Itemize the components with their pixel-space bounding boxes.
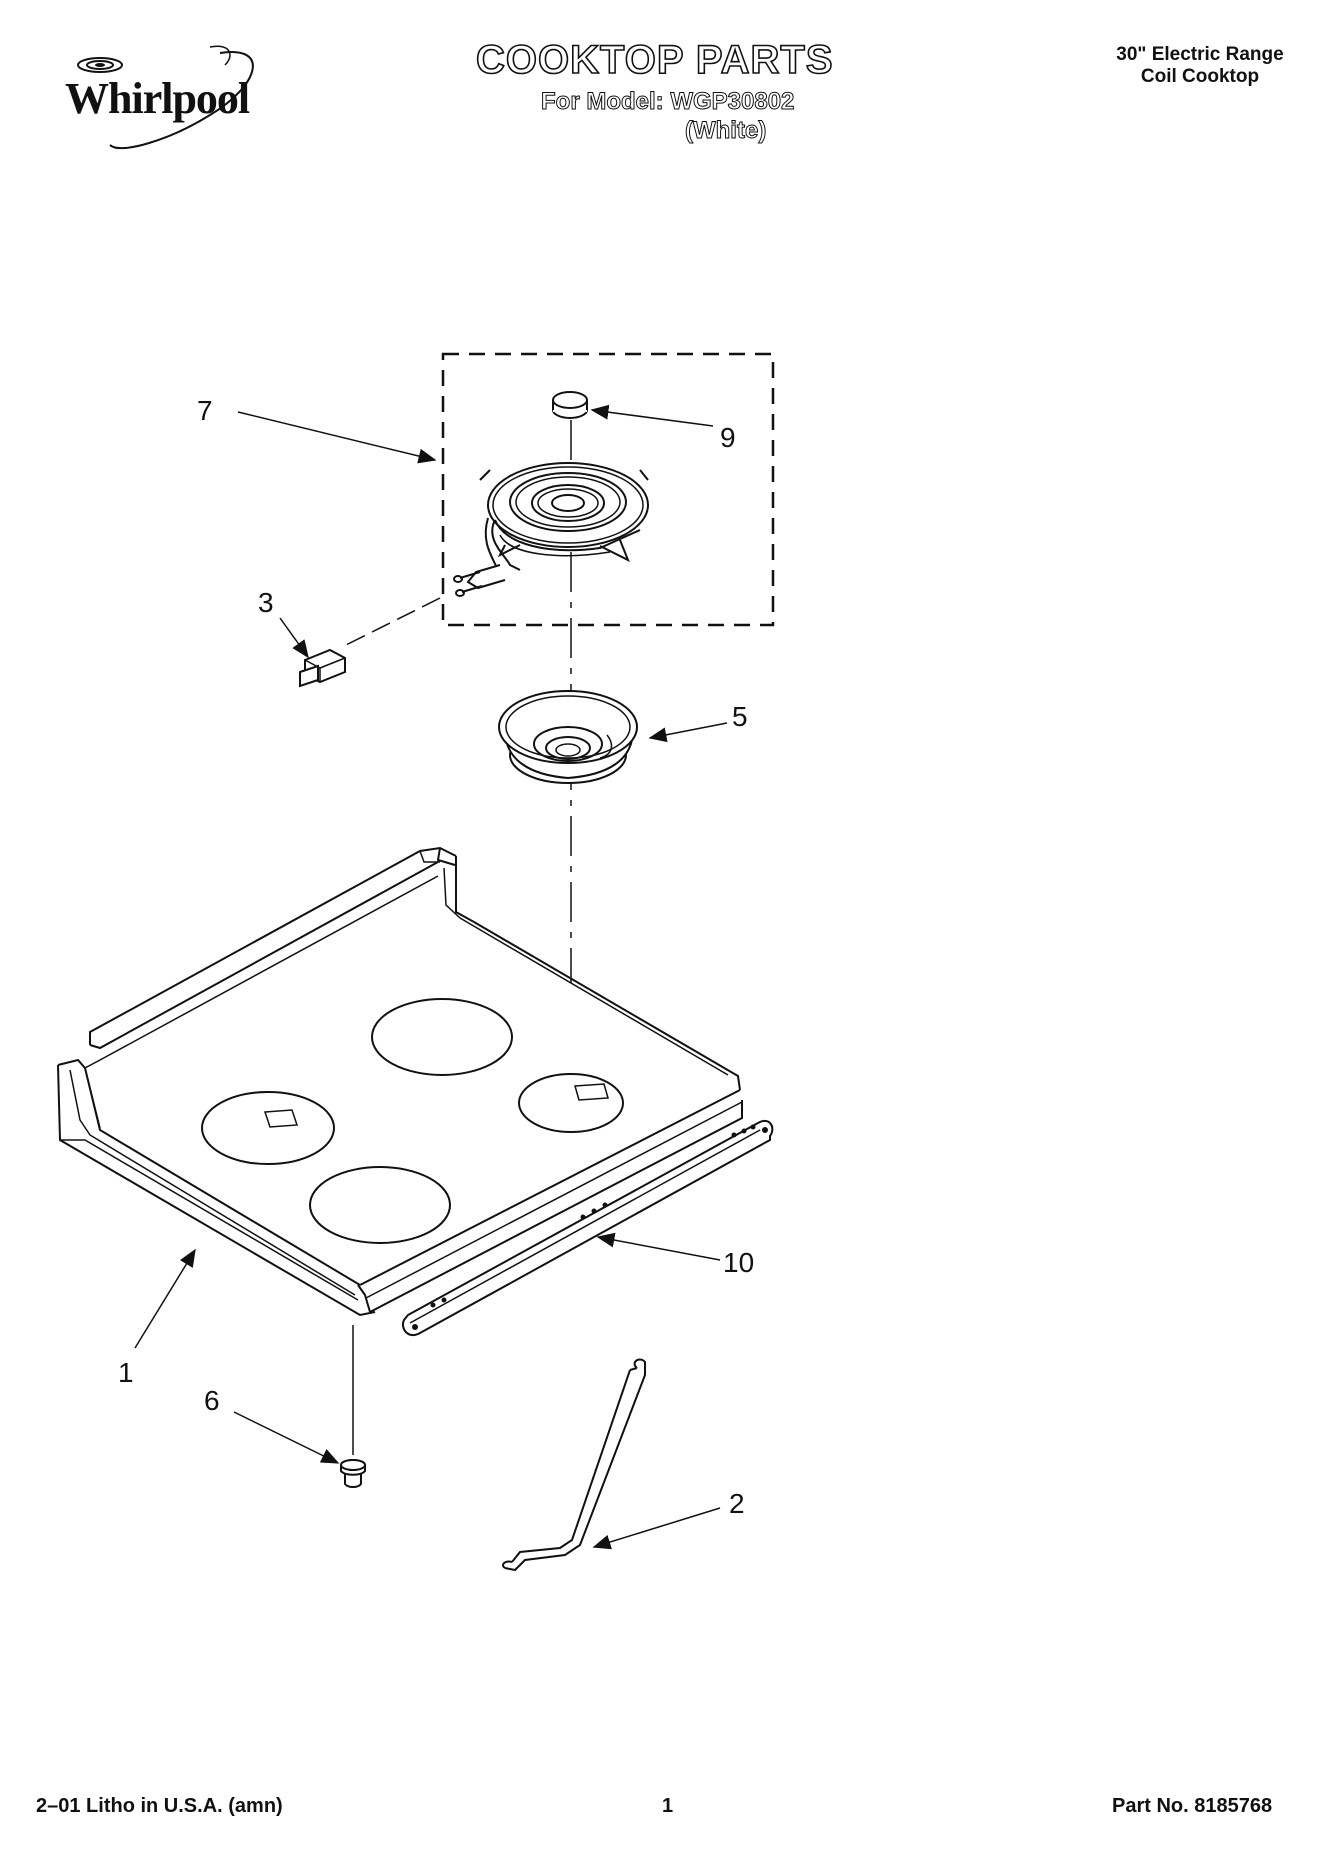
litho-line: 2–01 Litho in U.S.A. (amn) bbox=[36, 1795, 283, 1817]
page-title: COOKTOP PARTS bbox=[475, 37, 834, 83]
element-group-box bbox=[441, 352, 775, 627]
callout-1: 1 bbox=[118, 1357, 134, 1388]
part-6-screw bbox=[340, 1459, 366, 1488]
product-line-2: Coil Cooktop bbox=[1140, 66, 1260, 87]
callout-2: 2 bbox=[729, 1488, 745, 1519]
callout-6: 6 bbox=[204, 1385, 220, 1416]
product-line-1: 30" Electric Range bbox=[1116, 44, 1284, 65]
part-number: Part No. 8185768 bbox=[1112, 1795, 1273, 1817]
part-5-drip-bowl bbox=[498, 690, 638, 784]
part-1-cooktop bbox=[57, 846, 743, 1320]
callout-5: 5 bbox=[732, 701, 748, 732]
callout-7: 7 bbox=[197, 395, 213, 426]
part-7-surface-element bbox=[453, 462, 649, 597]
color-line: (White) bbox=[684, 117, 767, 145]
callout-10: 10 bbox=[723, 1247, 754, 1278]
page-number: 1 bbox=[662, 1795, 674, 1817]
leader-lines bbox=[134, 404, 728, 1550]
part-2-rod bbox=[502, 1358, 646, 1572]
callout-3: 3 bbox=[258, 587, 274, 618]
part-9-cap bbox=[552, 391, 588, 419]
part-3-terminal-block bbox=[299, 648, 346, 688]
callout-9: 9 bbox=[720, 422, 736, 453]
product-descriptor: 30" Electric Range Coil Cooktop bbox=[1100, 44, 1300, 88]
brand-logo: Whirlpool bbox=[60, 45, 280, 155]
model-line: For Model: WGP30802 bbox=[540, 88, 795, 116]
brand-wordmark: Whirlpool bbox=[65, 74, 250, 123]
part-10-mounting-strip bbox=[402, 1119, 774, 1337]
swirl-logo-icon bbox=[77, 45, 254, 150]
